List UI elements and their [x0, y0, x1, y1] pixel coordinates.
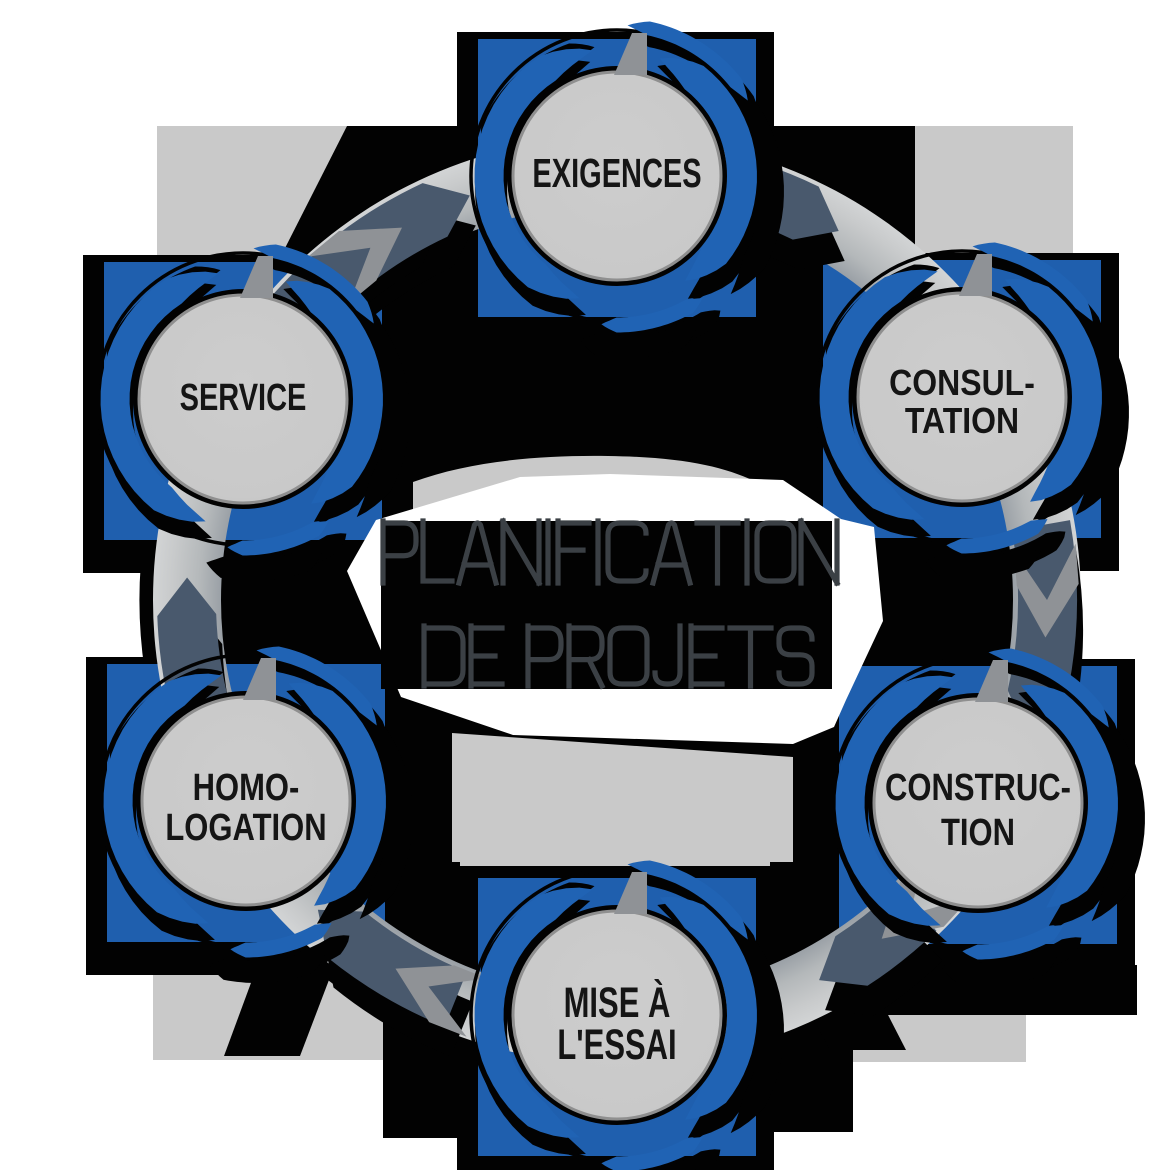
svg-text:TATION: TATION — [905, 401, 1019, 441]
svg-text:SERVICE: SERVICE — [180, 377, 307, 418]
svg-text:CONSTRUC-: CONSTRUC- — [885, 766, 1071, 809]
svg-text:LOGATION: LOGATION — [165, 806, 326, 849]
svg-text:EXIGENCES: EXIGENCES — [532, 151, 701, 196]
svg-text:CONSUL-: CONSUL- — [889, 363, 1035, 403]
svg-text:HOMO-: HOMO- — [193, 766, 300, 809]
svg-text:TION: TION — [941, 811, 1015, 854]
svg-text:MISE À: MISE À — [564, 978, 671, 1026]
svg-text:L'ESSAI: L'ESSAI — [557, 1020, 676, 1068]
